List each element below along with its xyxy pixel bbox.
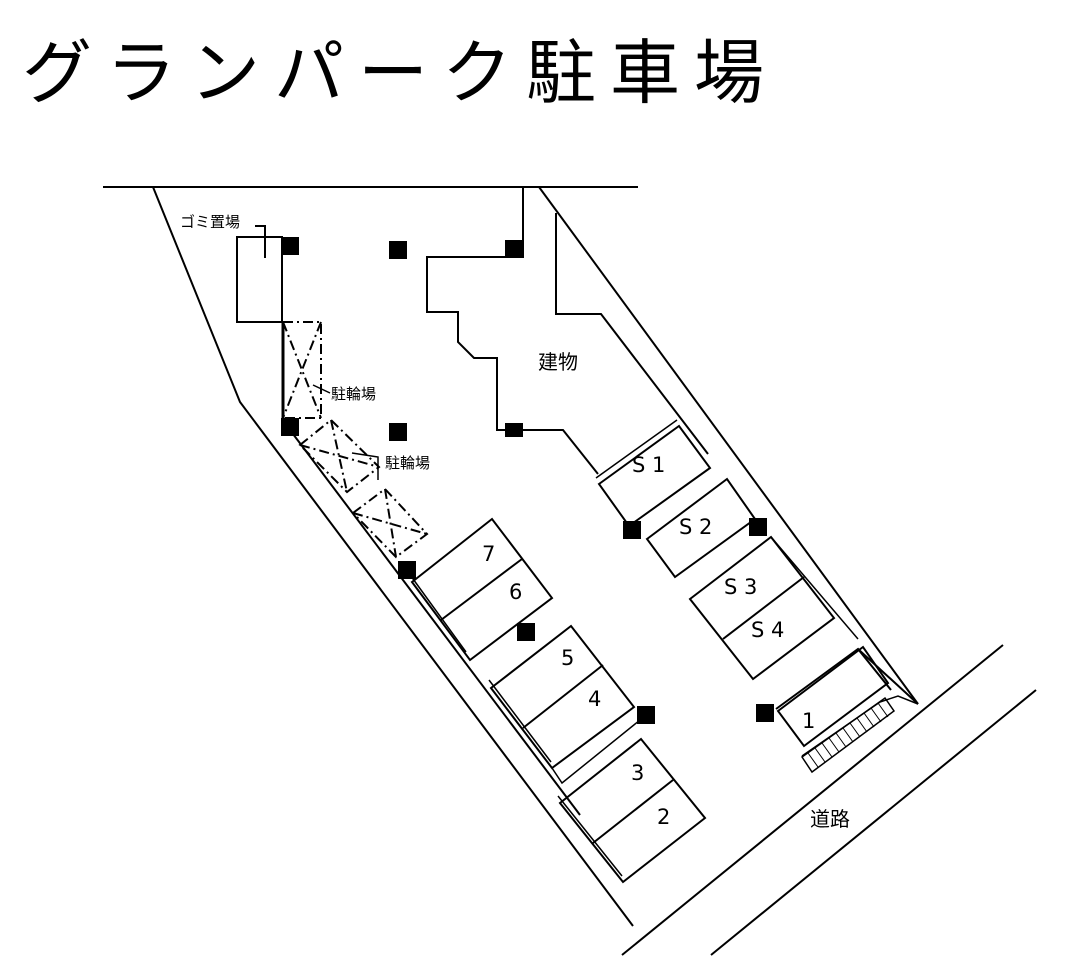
garbage-label: ゴミ置場	[180, 213, 240, 231]
west-boundary-line	[152, 186, 634, 927]
parking-block-5-4	[488, 624, 646, 785]
space-3-label[interactable]: 3	[631, 761, 644, 785]
space-6-label[interactable]: 6	[509, 580, 522, 604]
east-boundary-line	[538, 186, 919, 705]
pillar	[398, 561, 416, 579]
space-s2-label[interactable]: S 2	[679, 515, 712, 539]
space-1-label[interactable]: 1	[802, 709, 815, 733]
bicycle-parking-2-label: 駐輪場	[385, 454, 430, 472]
west-curb-line	[289, 429, 581, 816]
pillar	[389, 423, 407, 441]
pillar	[637, 706, 655, 724]
pillar	[281, 418, 299, 436]
pillar	[756, 704, 774, 722]
pillar	[517, 623, 535, 641]
parking-block-s1	[595, 419, 712, 528]
pillar	[389, 241, 407, 259]
pillar	[623, 521, 641, 539]
building-outline	[426, 187, 709, 475]
pillar	[749, 518, 767, 536]
road-label: 道路	[810, 807, 850, 831]
pillar	[281, 237, 299, 255]
space-5-label[interactable]: 5	[561, 646, 574, 670]
parking-block-7-6	[407, 517, 554, 662]
parking-block-1	[775, 645, 919, 757]
stairs-hatched-area	[800, 696, 896, 774]
pillar	[505, 423, 523, 437]
bicycle-parking-1	[281, 321, 331, 419]
space-s3-label[interactable]: S 3	[724, 575, 757, 599]
space-7-label[interactable]: 7	[482, 542, 495, 566]
parking-block-3-2	[557, 737, 707, 884]
bicycle-parking-2	[298, 418, 429, 559]
space-2-label[interactable]: 2	[657, 805, 670, 829]
garbage-area	[236, 225, 283, 323]
road	[621, 644, 1037, 956]
building-label: 建物	[538, 350, 578, 374]
bicycle-parking-1-label: 駐輪場	[331, 385, 376, 403]
space-s4-label[interactable]: S 4	[751, 618, 784, 642]
parking-block-s3-s4	[688, 535, 859, 681]
pillar	[505, 240, 523, 258]
space-4-label[interactable]: 4	[588, 687, 601, 711]
space-s1-label[interactable]: S 1	[632, 453, 665, 477]
pillars	[281, 237, 774, 724]
page-title: グランパーク駐車場	[22, 32, 778, 114]
